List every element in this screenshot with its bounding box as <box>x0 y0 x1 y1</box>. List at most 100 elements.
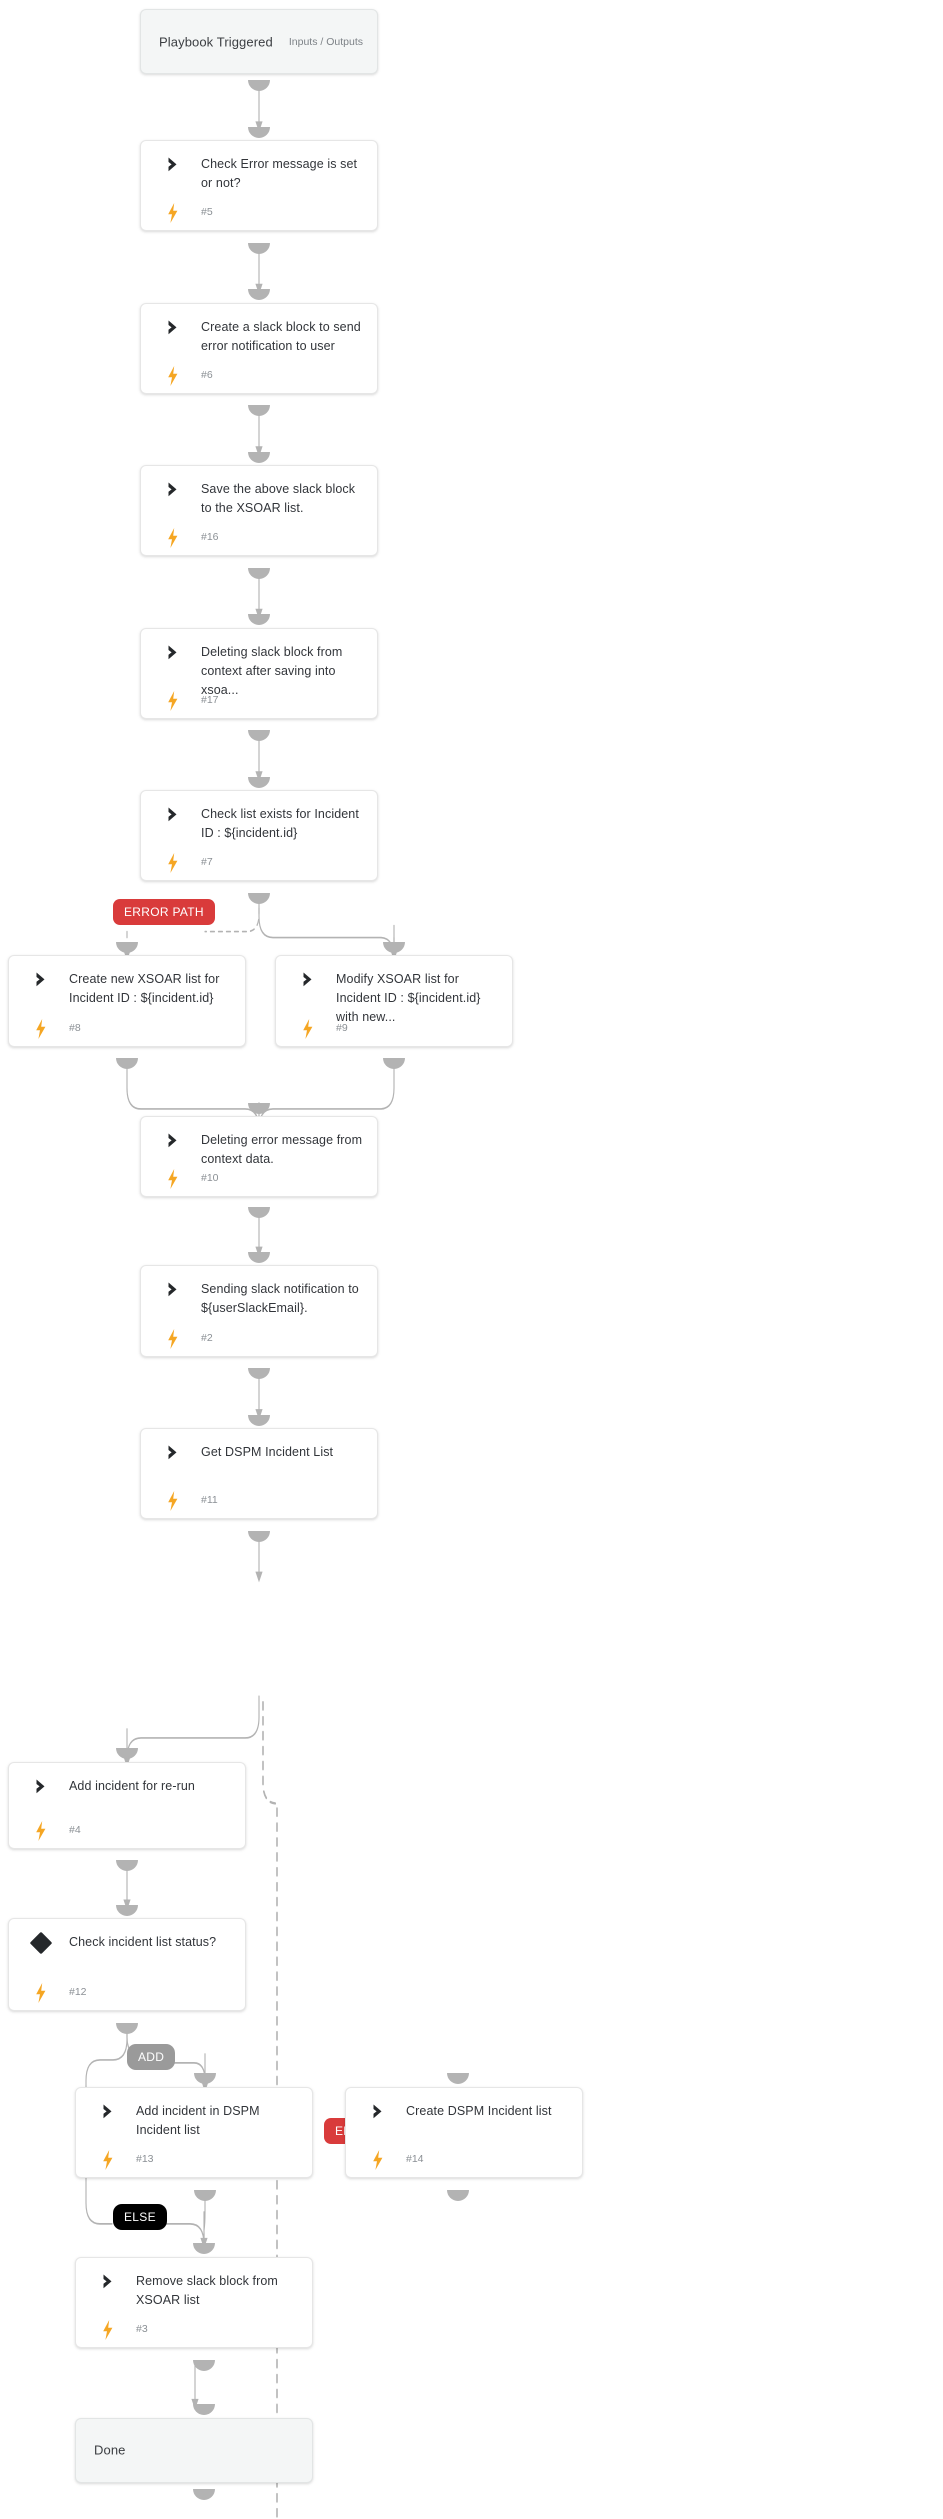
start-node[interactable]: Playbook Triggered Inputs / Outputs <box>140 8 378 75</box>
port-out-n3 <box>193 2359 215 2371</box>
chevron-icon <box>35 1779 48 1794</box>
task-node-17-label: Deleting slack block from context after … <box>201 644 343 697</box>
chevron-icon <box>167 1445 180 1460</box>
automation-bolt-icon <box>34 1821 48 1842</box>
chevron-icon <box>102 2274 115 2289</box>
port-in-n2 <box>248 1252 270 1264</box>
edge-label-error-path-1[interactable]: ERROR PATH <box>113 898 215 925</box>
task-node-14-number: #14 <box>406 2153 424 2166</box>
task-node-7-label: Check list exists for Incident ID : ${in… <box>201 806 359 840</box>
port-out-n4 <box>116 1860 138 1872</box>
task-node-13-number: #13 <box>136 2153 154 2166</box>
port-out-n17 <box>248 730 270 742</box>
task-node-2[interactable]: Sending slack notification to ${userSlac… <box>140 1265 378 1357</box>
port-out-n7 <box>248 892 270 904</box>
task-node-8-label: Create new XSOAR list for Incident ID : … <box>69 972 220 1006</box>
condition-node-12-label: Check incident list status? <box>69 1935 217 1950</box>
task-node-11[interactable]: Get DSPM Incident List #11 <box>140 1427 378 1520</box>
chevron-icon <box>102 2104 115 2119</box>
condition-node-12-number: #12 <box>69 1985 87 1998</box>
task-node-6-label: Create a slack block to send error notif… <box>201 319 361 353</box>
port-in-n4 <box>116 1748 138 1760</box>
diamond-icon <box>29 1931 53 1955</box>
port-out-n8 <box>116 1058 138 1070</box>
automation-bolt-icon <box>166 365 180 386</box>
automation-bolt-icon <box>166 528 180 549</box>
task-node-5-label: Check Error message is set or not? <box>201 157 358 191</box>
port-out-done <box>193 2489 215 2501</box>
automation-bolt-icon <box>101 2319 115 2340</box>
chevron-icon <box>372 2104 385 2119</box>
port-in-n11 <box>248 1414 270 1426</box>
task-node-5[interactable]: Check Error message is set or not? #5 <box>140 140 378 232</box>
port-in-n7 <box>248 776 270 788</box>
task-node-13-label: Add incident in DSPM Incident list <box>136 2103 260 2137</box>
edge-label-add[interactable]: ADD <box>127 2043 176 2070</box>
end-node-label: Done <box>94 2442 126 2458</box>
end-node[interactable]: Done <box>75 2417 313 2483</box>
port-in-n6 <box>248 289 270 301</box>
automation-bolt-icon <box>166 203 180 224</box>
start-node-label: Playbook Triggered <box>159 34 273 50</box>
task-node-9-label: Modify XSOAR list for Incident ID : ${in… <box>336 972 481 1025</box>
port-out-n2 <box>248 1368 270 1380</box>
chevron-icon <box>167 645 180 660</box>
automation-bolt-icon <box>34 1018 48 1039</box>
task-node-6-number: #6 <box>201 368 213 381</box>
task-node-16[interactable]: Save the above slack block to the XSOAR … <box>140 465 378 557</box>
task-node-3-label: Remove slack block from XSOAR list <box>136 2273 278 2307</box>
automation-bolt-icon <box>301 1018 315 1039</box>
automation-bolt-icon <box>166 1328 180 1349</box>
chevron-icon <box>167 1133 180 1148</box>
task-node-10-label: Deleting error message from context data… <box>201 1133 363 1167</box>
automation-bolt-icon <box>166 690 180 711</box>
chevron-icon <box>167 320 180 335</box>
task-node-2-label: Sending slack notification to ${userSlac… <box>201 1282 359 1316</box>
chevron-icon <box>35 972 48 987</box>
task-node-13[interactable]: Add incident in DSPM Incident list #13 <box>75 2086 313 2179</box>
task-node-11-label: Get DSPM Incident List <box>201 1444 334 1459</box>
task-node-17-number: #17 <box>201 693 219 706</box>
task-node-14[interactable]: Create DSPM Incident list #14 <box>345 2086 583 2179</box>
chevron-icon <box>167 157 180 172</box>
port-in-n9 <box>383 942 405 954</box>
task-node-4-number: #4 <box>69 1824 81 1837</box>
port-out-n14 <box>447 2189 469 2201</box>
automation-bolt-icon <box>166 853 180 874</box>
task-node-2-number: #2 <box>201 1331 213 1344</box>
port-out-n6 <box>248 405 270 417</box>
task-node-11-number: #11 <box>201 1494 218 1507</box>
task-node-3-number: #3 <box>136 2322 148 2335</box>
port-in-done <box>193 2404 215 2416</box>
port-out-n9 <box>383 1058 405 1070</box>
task-node-6[interactable]: Create a slack block to send error notif… <box>140 302 378 394</box>
edge-label-add-text: ADD <box>138 2049 165 2064</box>
port-out-n11 <box>248 1530 270 1542</box>
port-in-n3 <box>193 2243 215 2255</box>
chevron-icon <box>302 972 315 987</box>
port-in-n17 <box>248 614 270 626</box>
task-node-17[interactable]: Deleting slack block from context after … <box>140 627 378 719</box>
task-node-10-number: #10 <box>201 1172 219 1185</box>
task-node-8[interactable]: Create new XSOAR list for Incident ID : … <box>8 955 246 1047</box>
port-out-start <box>248 80 270 92</box>
edge-label-else[interactable]: ELSE <box>113 2204 167 2231</box>
task-node-4[interactable]: Add incident for re-run #4 <box>8 1761 246 1850</box>
inputs-outputs-link[interactable]: Inputs / Outputs <box>288 35 363 48</box>
port-in-n8 <box>116 942 138 954</box>
port-out-n12 <box>116 2022 138 2034</box>
task-node-10[interactable]: Deleting error message from context data… <box>140 1116 378 1198</box>
chevron-icon <box>167 482 180 497</box>
task-node-7[interactable]: Check list exists for Incident ID : ${in… <box>140 789 378 882</box>
chevron-icon <box>167 1282 180 1297</box>
automation-bolt-icon <box>166 1169 180 1190</box>
port-in-n5 <box>248 126 270 138</box>
condition-node-12[interactable]: Check incident list status? #12 <box>8 1918 246 2011</box>
chevron-icon <box>167 807 180 822</box>
automation-bolt-icon <box>166 1491 180 1512</box>
task-node-3[interactable]: Remove slack block from XSOAR list #3 <box>75 2256 313 2348</box>
task-node-9[interactable]: Modify XSOAR list for Incident ID : ${in… <box>275 955 513 1047</box>
port-in-n16 <box>248 451 270 463</box>
task-node-16-label: Save the above slack block to the XSOAR … <box>201 482 356 516</box>
port-in-n14 <box>447 2073 469 2085</box>
